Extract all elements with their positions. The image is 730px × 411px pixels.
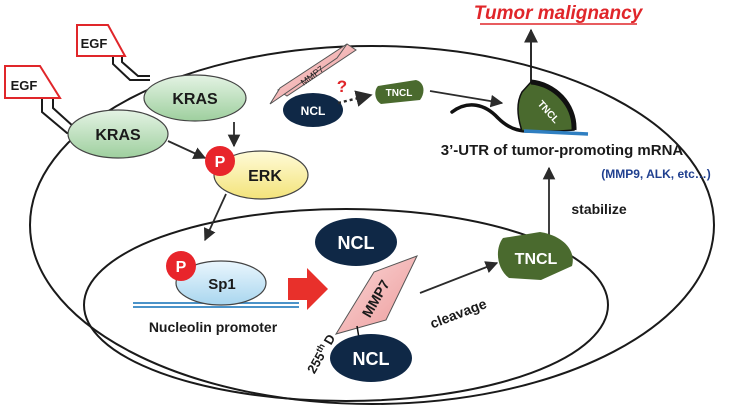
ncl-large-label: NCL: [353, 349, 390, 369]
stabilize-label: stabilize: [571, 201, 626, 217]
mmp7-small-body: [269, 43, 348, 105]
cleavage-label: cleavage: [428, 295, 489, 331]
mrna-3utr-segment: [523, 129, 589, 136]
ncl-large-node: [330, 334, 412, 382]
dotted-arrow-ncl-to-tncl: [337, 90, 373, 107]
phospho-erk-badge: [205, 146, 235, 176]
kras-label-left: KRAS: [95, 127, 141, 144]
egf-label-left: EGF: [11, 78, 38, 93]
title-tumor-malignancy: Tumor malignancy: [474, 3, 644, 24]
egf-box-top: EGF: [76, 24, 127, 57]
tncl-large-label: TNCL: [515, 251, 558, 268]
tncl-small-label: TNCL: [386, 88, 413, 99]
egf-receptor-top: [112, 56, 150, 81]
ncl-small-node: [283, 93, 343, 127]
tncl-large-node: [497, 232, 573, 280]
expression-block-arrow: [288, 268, 328, 310]
utr-label: 3’-UTR of tumor-promoting mRNA: [441, 142, 684, 159]
nucleolin-promoter-label: Nucleolin promoter: [149, 319, 278, 335]
mmp7-large-node: [334, 255, 418, 335]
egf-label-top: EGF: [81, 36, 108, 51]
phospho-sp1-label: P: [176, 259, 187, 276]
arrow-kras-left-to-erk: [167, 140, 207, 159]
targets-label: (MMP9, ALK, etc…): [601, 167, 711, 181]
arrow-tncl-to-mrna: [429, 90, 504, 108]
ncl-nucleus-node: [315, 218, 397, 266]
phospho-sp1-badge: [166, 251, 196, 281]
kras-label-top: KRAS: [172, 91, 218, 108]
arrow-cleavage: [419, 261, 499, 294]
cleavage-site-number: 255: [304, 350, 328, 376]
tncl-small-node: [375, 80, 424, 104]
arrow-erk-to-sp1: [203, 193, 227, 242]
unknown-mechanism-question-mark: ?: [337, 77, 347, 96]
kras-node-left: [67, 109, 169, 159]
nucleus-membrane: [83, 208, 609, 402]
kras-node-top: [143, 74, 247, 122]
ncl-nucleus-label: NCL: [338, 233, 375, 253]
sp1-label: Sp1: [208, 276, 236, 293]
erk-node: [213, 150, 309, 200]
egf-box-left: EGF: [4, 65, 62, 99]
erk-label: ERK: [248, 168, 282, 185]
ncl-small-label: NCL: [301, 104, 326, 118]
sp1-node: [175, 260, 267, 306]
cell-membrane: [29, 45, 715, 405]
phospho-erk-label: P: [215, 154, 226, 171]
tncl-bound-rim: [530, 79, 577, 131]
